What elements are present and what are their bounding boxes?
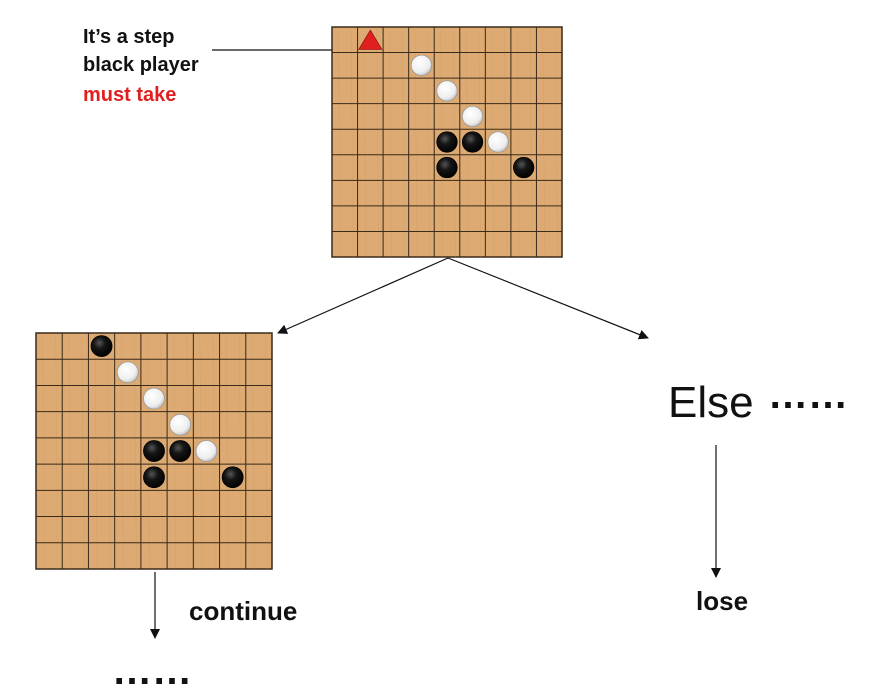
wood-grain	[516, 26, 520, 258]
wood-grain	[376, 26, 380, 258]
white-stone	[116, 361, 139, 384]
wood-grain	[225, 332, 229, 570]
wood-grain	[265, 332, 268, 570]
else-label: Else	[668, 378, 754, 427]
wood-grain	[555, 26, 558, 258]
arrow-to-else-branch	[447, 257, 649, 340]
top-go-board	[331, 26, 563, 258]
white-stone	[487, 131, 509, 153]
wood-grain	[542, 26, 546, 258]
black-stone	[143, 466, 165, 489]
white-stone	[143, 387, 165, 410]
white-stone	[195, 440, 218, 462]
wood-grain	[55, 332, 58, 570]
red-triangle-icon	[358, 29, 383, 50]
white-stone	[410, 54, 433, 76]
wood-grain	[389, 26, 392, 258]
black-stone	[90, 335, 113, 358]
wood-grain	[94, 332, 98, 570]
wood-grain	[529, 26, 533, 258]
note-line-1: It’s a step	[83, 26, 175, 48]
wood-grain	[107, 332, 111, 570]
wood-grain	[81, 332, 85, 570]
note-line-3: must take	[83, 84, 176, 106]
black-stone	[461, 131, 484, 153]
wood-grain	[350, 26, 354, 258]
continue-label: continue	[189, 596, 297, 626]
else-dots: ……	[768, 373, 848, 417]
black-stone	[143, 440, 165, 462]
wood-grain	[338, 26, 341, 258]
lose-label: lose	[696, 586, 748, 616]
arrow-to-continue-branch	[277, 257, 449, 334]
black-stone	[436, 131, 458, 153]
bottom-go-board	[35, 332, 273, 570]
black-stone	[513, 156, 535, 179]
wood-grain	[238, 332, 242, 570]
black-stone	[221, 466, 244, 489]
wood-grain	[363, 26, 367, 258]
white-stone	[436, 80, 458, 102]
white-stone	[169, 413, 192, 436]
wood-grain	[401, 26, 405, 258]
white-stone	[461, 105, 484, 128]
continue-dots: ……	[112, 649, 192, 693]
wood-grain	[68, 332, 72, 570]
wood-grain	[42, 332, 45, 570]
note-line-2: black player	[83, 54, 199, 76]
black-stone	[169, 440, 192, 462]
black-stone	[436, 156, 458, 179]
wood-grain	[252, 332, 255, 570]
annotation-note: It’s a step black player must take	[83, 26, 199, 106]
